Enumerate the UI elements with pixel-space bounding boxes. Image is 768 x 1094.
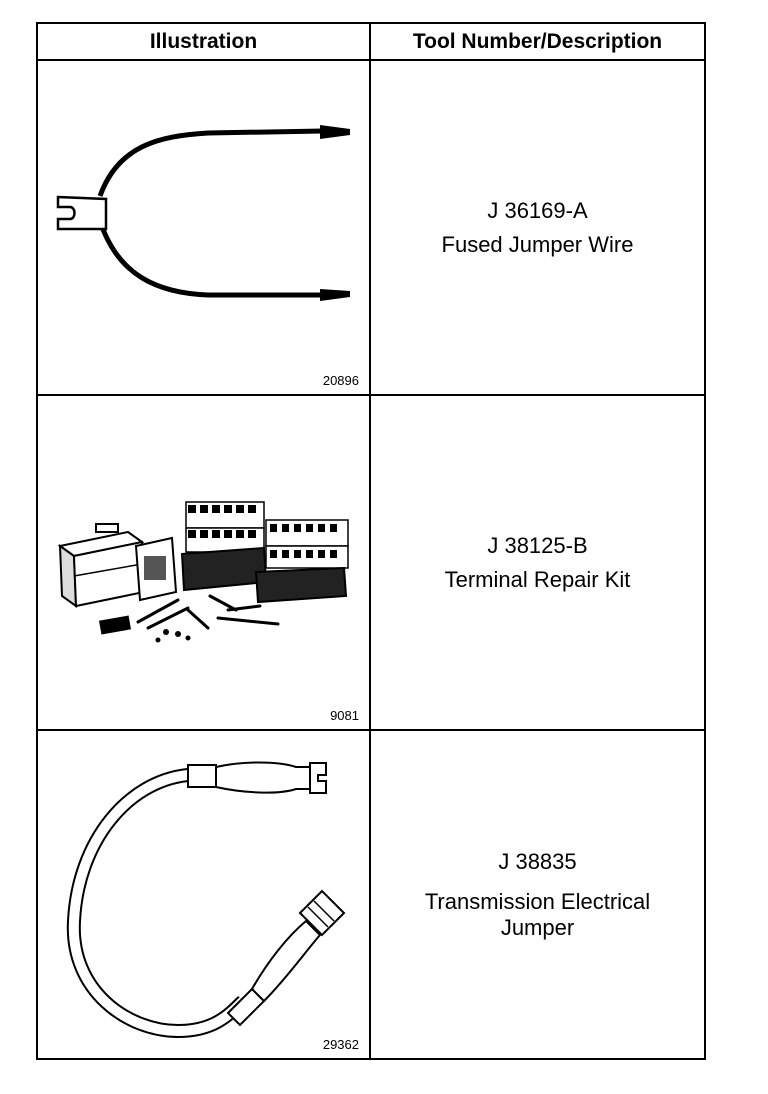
description-cell: J 38835 Transmission Electrical Jumper [371,731,704,1058]
table-row: 9081 J 38125-B Terminal Repair Kit [38,396,704,731]
figure-number: 29362 [322,1037,359,1052]
fused-jumper-wire-illustration [56,125,350,301]
illustration-cell: 9081 [38,396,371,729]
header-tool-description: Tool Number/Description [371,24,704,61]
tool-description: Fused Jumper Wire [441,231,634,257]
description-cell: J 36169-A Fused Jumper Wire [371,61,704,394]
illustration-cell: 20896 [38,61,371,394]
figure-number: 20896 [322,373,359,388]
table-row: 29362 J 38835 Transmission Electrical Ju… [38,731,704,1058]
description-cell: J 38125-B Terminal Repair Kit [371,396,704,729]
tool-number: J 38125-B [487,532,588,558]
illustration-cell: 29362 [38,731,371,1058]
tool-description-line-1: Transmission Electrical [424,888,651,914]
tool-number: J 38835 [498,848,577,874]
table-row: 20896 J 36169-A Fused Jumper Wire [38,61,704,396]
transmission-electrical-jumper-illustration [66,761,346,1039]
tool-table: Illustration Tool Number/Description 208… [36,22,706,1060]
header-illustration: Illustration [38,24,371,61]
tool-description: Terminal Repair Kit [444,566,631,592]
tool-description-line-2: Jumper [500,914,575,940]
tool-number: J 36169-A [487,197,588,223]
figure-number: 9081 [330,708,359,723]
terminal-repair-kit-illustration [57,501,349,643]
